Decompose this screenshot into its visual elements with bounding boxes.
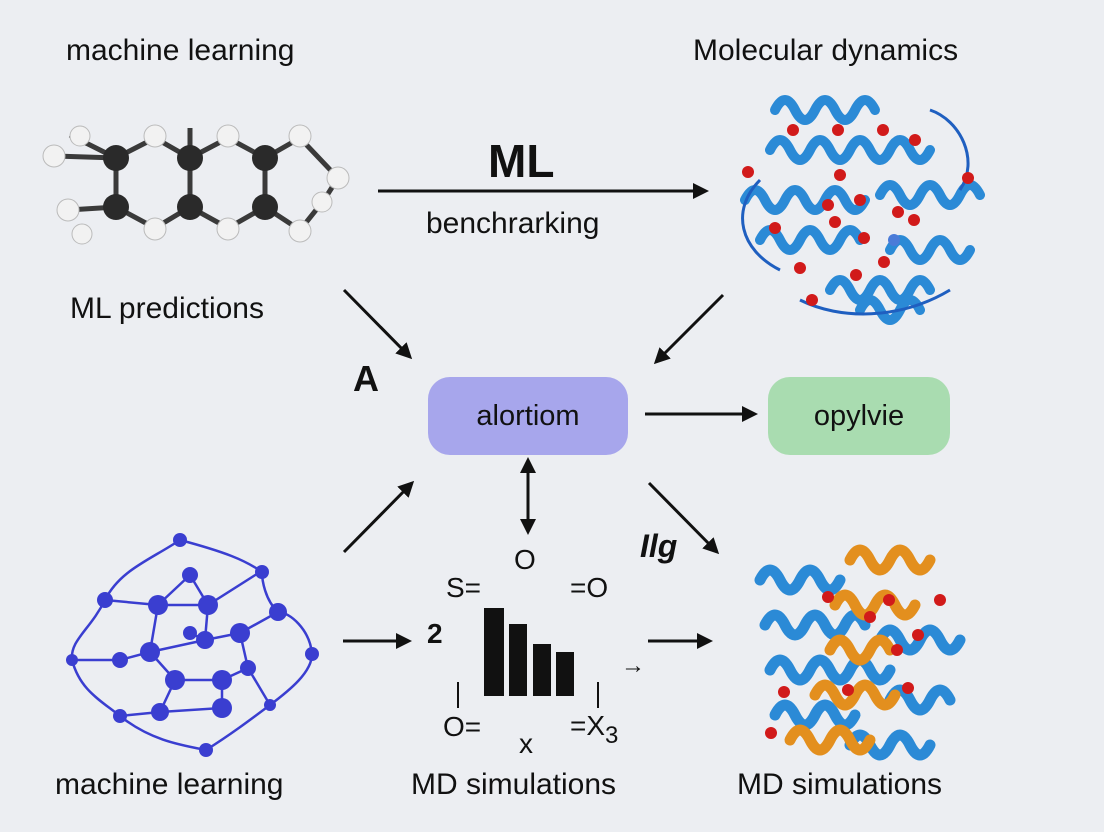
bar-3 [533,644,551,696]
glyph-eq-o: =O [570,572,609,603]
bar-2 [509,624,527,696]
top-left-label: machine learning [66,34,295,67]
bar-1 [484,608,504,696]
glyph-eq-x-main: =X [570,710,606,741]
arrow-protein-to-center [653,293,725,365]
arrow-predictions-to-center [342,288,413,360]
arrow-top-sublabel: benchrarking [426,207,600,240]
bar-4 [556,652,574,696]
protein-complex-ribbon-icon [754,544,966,761]
arrows [342,183,758,649]
arrow-network-to-center [342,480,415,554]
tick-right [597,682,599,708]
ml-predictions-label: ML predictions [70,292,264,325]
glyph-eq-x: =X3 [570,710,618,749]
italic-label: Ilg [640,528,678,564]
bar-glyph-icon [457,608,599,708]
center-node: alortiom [428,377,628,455]
letter-a-label: A [353,358,379,399]
glyph-s-eq: S= [446,572,482,603]
arrow-top-label: ML [488,135,555,187]
top-right-label: Molecular dynamics [693,34,959,67]
molecular-network-icon [66,533,319,757]
glyph-eq-x-sub: 3 [605,722,619,749]
hydrocarbon-molecule-icon [42,124,350,245]
bottom-middle-label: MD simulations [411,768,617,801]
glyph-o-eq: O= [443,711,482,742]
bottom-left-label: machine learning [55,768,284,801]
glyph-small-arrow: → [621,652,645,679]
glyph-x: x [519,728,533,759]
glyph-o-top: O [514,544,536,575]
right-node: opylvie [768,377,950,455]
glyph-num-2: 2 [427,618,443,649]
tick-left [457,682,459,708]
arrow-center-to-protein-bottom [647,481,720,555]
protein-ribbon-icon [740,95,985,325]
bottom-right-label: MD simulations [737,768,943,801]
